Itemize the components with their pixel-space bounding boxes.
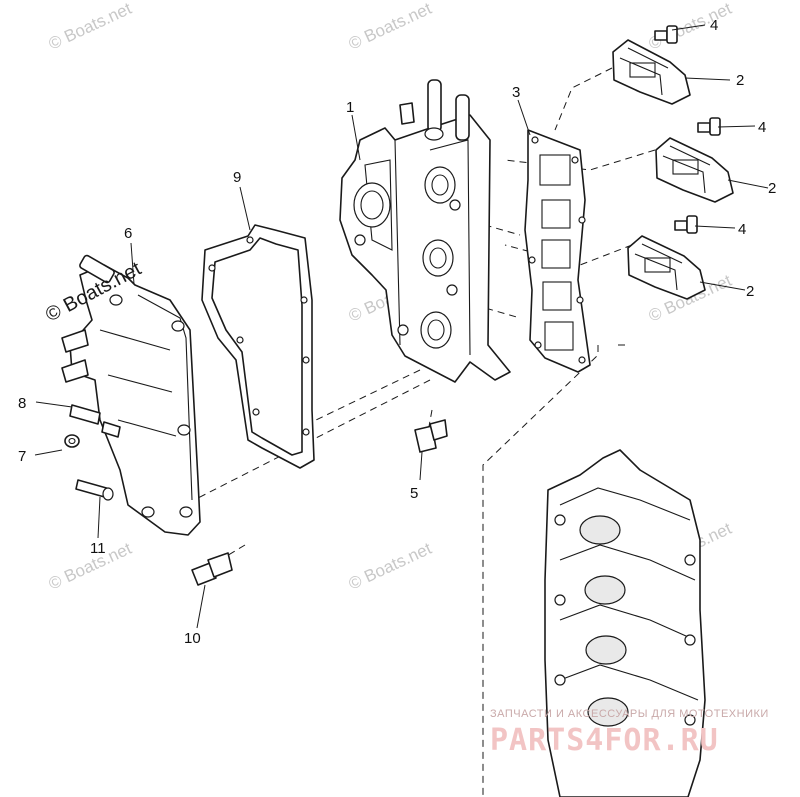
callout-8: 8: [18, 395, 26, 412]
watermark: © Boats.net: [346, 0, 435, 54]
brand-subtitle: ЗАПЧАСТИ И АКСЕССУАРЫ ДЛЯ МОТОТЕХНИКИ: [490, 708, 769, 720]
callout-2-upper: 2: [736, 72, 744, 89]
callout-3: 3: [512, 84, 520, 101]
part-8-dowel-pin: [69, 404, 121, 438]
callout-7: 7: [18, 448, 26, 465]
part-10-plug: [191, 552, 233, 586]
part-11-bolt: [75, 479, 114, 501]
part-7-washer: [64, 434, 80, 448]
callout-leaders: [34, 24, 769, 629]
part-4-screw-upper: [654, 25, 678, 44]
callout-1: 1: [346, 99, 354, 116]
part-5-plug: [414, 419, 448, 453]
part-9-cover-gasket: [201, 224, 315, 469]
part-2-reed-cover-upper: [612, 39, 691, 105]
callout-10: 10: [184, 630, 201, 647]
callout-4-middle: 4: [758, 119, 766, 136]
callout-5: 5: [410, 485, 418, 502]
callout-2-lower: 2: [746, 283, 754, 300]
part-2-reed-cover-lower: [627, 235, 706, 300]
part-1-cylinder-head: [339, 79, 511, 383]
part-6-cover: [61, 254, 201, 536]
callout-labels: 1 2 2 2 3 4 4 4 5 6 7 8 9 10 11: [18, 17, 776, 647]
part-4-screw-middle: [697, 117, 721, 136]
callout-4-upper: 4: [710, 17, 718, 34]
part-3-gasket: [524, 129, 591, 373]
callout-4-lower: 4: [738, 221, 746, 238]
callout-6: 6: [124, 225, 132, 242]
callout-11: 11: [90, 540, 106, 557]
watermark: © Boats.net: [46, 0, 135, 54]
part-4-screw-lower: [674, 215, 698, 234]
part-2-reed-cover-middle: [655, 137, 734, 203]
watermark: © Boats.net: [346, 539, 435, 594]
callout-2-middle: 2: [768, 180, 776, 197]
branding: ЗАПЧАСТИ И АКСЕССУАРЫ ДЛЯ МОТОТЕХНИКИ PA…: [490, 708, 769, 758]
brand-logo: PARTS4FOR.RU: [490, 723, 719, 758]
cylinder-block: [544, 449, 706, 797]
callout-9: 9: [233, 169, 241, 186]
